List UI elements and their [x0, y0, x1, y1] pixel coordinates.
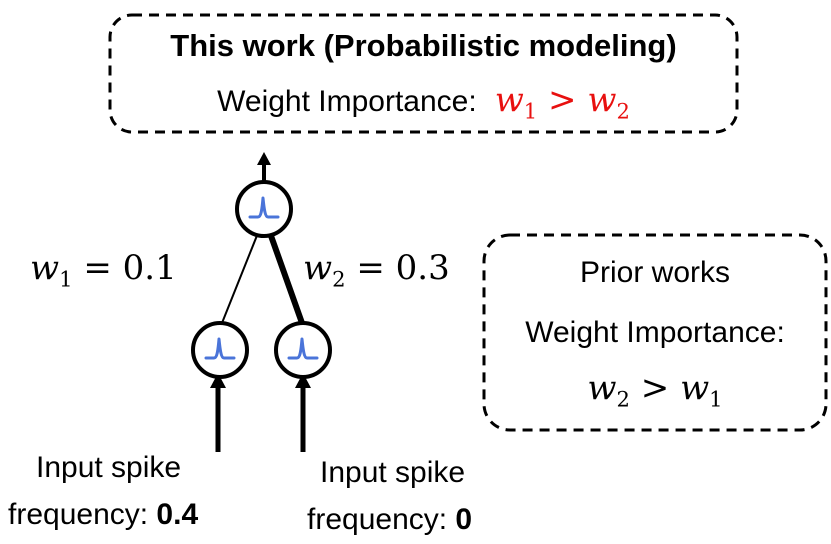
input-neuron-left — [191, 321, 249, 379]
arrow-up-icon — [257, 152, 271, 165]
prior-works-importance-label: Weight Importance: — [525, 316, 785, 349]
left-input-line2: frequency: 0.4 — [8, 498, 199, 531]
neuron-spike-icon — [287, 337, 319, 360]
right-input-value: 0 — [455, 503, 473, 536]
right-input-line2: frequency: 0 — [307, 503, 473, 536]
neuron-spike-icon — [248, 196, 280, 219]
this-work-importance-row: Weight Importance: w1 > w2 — [110, 80, 737, 124]
neuron-spike-icon — [204, 337, 236, 360]
weight-w2-label: w2 = 0.3 — [303, 248, 450, 292]
this-work-box — [108, 13, 739, 134]
this-work-importance-label: Weight Importance: — [217, 85, 477, 118]
arrow-up-icon — [210, 373, 226, 388]
right-input-line1: Input spike — [320, 456, 466, 489]
synapse-w2-line — [267, 231, 305, 325]
prior-works-relation: w2 > w1 — [587, 368, 723, 412]
arrow-up-icon — [295, 373, 311, 388]
output-neuron — [235, 180, 293, 238]
prior-works-title: Prior works — [579, 256, 730, 289]
input-neuron-right — [274, 321, 332, 379]
this-work-relation: w1 > w2 — [494, 80, 630, 124]
left-input-value: 0.4 — [156, 498, 199, 531]
synapse-w1-line — [221, 232, 259, 324]
prior-works-box — [482, 233, 828, 432]
this-work-title: This work (Probabilistic modeling) — [170, 28, 677, 63]
weight-w1-label: w1 = 0.1 — [30, 248, 177, 292]
left-input-line1: Input spike — [36, 451, 182, 484]
